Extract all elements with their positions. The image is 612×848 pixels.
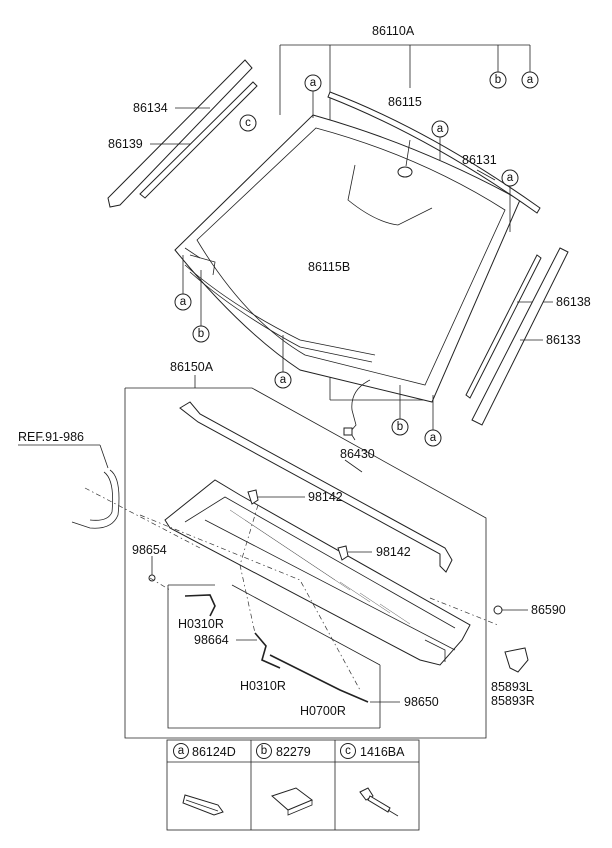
windshield-glass — [174, 114, 521, 403]
svg-text:b: b — [397, 421, 403, 433]
callout-a-2: a — [431, 120, 449, 138]
legend-item-b: b 82279 — [256, 743, 313, 816]
label-H0700R: H0700R — [300, 704, 346, 718]
dashed-leader-nozzle — [239, 504, 259, 634]
ref-dashed-leader — [84, 487, 201, 549]
svg-text:1416BA: 1416BA — [360, 745, 405, 759]
label-98664: 98664 — [194, 633, 229, 647]
callout-b-2: b — [391, 418, 409, 436]
washer-hose-box — [167, 584, 381, 729]
clip-pad-icon — [182, 794, 224, 816]
svg-text:a: a — [180, 296, 187, 308]
legend-item-a: a 86124D — [173, 743, 236, 816]
connector-98654 — [148, 556, 156, 582]
svg-text:a: a — [178, 745, 185, 757]
label-98142-mid: 98142 — [376, 545, 411, 559]
svg-text:a: a — [437, 123, 444, 135]
cowl-assembly-box — [124, 375, 487, 739]
label-H0310R-a: H0310R — [178, 617, 224, 631]
cover-85893 — [504, 647, 529, 673]
label-86590: 86590 — [531, 603, 566, 617]
callout-b-top: b — [489, 71, 507, 89]
clip-86590 — [493, 605, 528, 615]
label-86110A: 86110A — [372, 24, 415, 38]
callout-a-6: a — [424, 429, 442, 447]
left-molding-86134 — [107, 59, 253, 208]
square-pad-icon — [271, 787, 313, 811]
callout-a-1: a — [304, 74, 322, 92]
label-98142-top: 98142 — [308, 490, 343, 504]
callout-a-top: a — [521, 71, 539, 89]
svg-text:82279: 82279 — [276, 745, 311, 759]
label-86138: 86138 — [556, 295, 591, 309]
label-85893R: 85893R — [491, 694, 535, 708]
body-panel-edge — [71, 469, 120, 529]
label-86115B: 86115B — [308, 260, 350, 274]
cowl-panel — [164, 479, 471, 666]
svg-text:a: a — [430, 432, 437, 444]
washer-nozzle-98142-mid — [337, 545, 372, 561]
label-H0310R-b: H0310R — [240, 679, 286, 693]
label-86133: 86133 — [546, 333, 581, 347]
label-86131: 86131 — [462, 153, 497, 167]
top-molding-86131 — [327, 91, 541, 214]
label-98650: 98650 — [404, 695, 439, 709]
label-86150A: 86150A — [170, 360, 214, 374]
rivet-icon — [359, 787, 399, 817]
legend-table — [166, 739, 420, 831]
weatherstrip-86430 — [179, 401, 453, 573]
callout-b-1: b — [192, 325, 210, 343]
ref-underline — [18, 444, 109, 469]
washer-hoses — [184, 594, 400, 703]
label-86115: 86115 — [388, 95, 422, 109]
callout-a-4: a — [174, 293, 192, 311]
left-strip-86139 — [139, 81, 258, 199]
dashed-leader-98654 — [149, 577, 171, 591]
svg-text:a: a — [310, 77, 317, 89]
svg-text:a: a — [507, 172, 514, 184]
reference-label: REF.91-986 — [18, 430, 84, 444]
label-98654: 98654 — [132, 543, 167, 557]
washer-nozzle-98142-top — [247, 489, 305, 505]
svg-text:c: c — [245, 117, 251, 129]
svg-text:b: b — [261, 745, 267, 757]
legend-item-c: c 1416BA — [340, 743, 405, 817]
label-86134: 86134 — [133, 101, 168, 115]
sensor-cover-86115 — [397, 139, 413, 178]
sensor-wire-86115B — [343, 379, 371, 441]
right-molding-86133 — [471, 247, 569, 426]
callout-a-5: a — [274, 371, 292, 389]
label-85893L: 85893L — [491, 680, 533, 694]
svg-text:a: a — [280, 374, 287, 386]
svg-text:a: a — [527, 74, 534, 86]
callout-a-3: a — [501, 169, 519, 187]
svg-text:b: b — [198, 328, 204, 340]
svg-text:c: c — [345, 745, 351, 757]
label-86139: 86139 — [108, 137, 143, 151]
svg-text:b: b — [495, 74, 501, 86]
callout-c: c — [239, 114, 257, 132]
svg-text:86124D: 86124D — [192, 745, 236, 759]
label-86430: 86430 — [340, 447, 375, 461]
